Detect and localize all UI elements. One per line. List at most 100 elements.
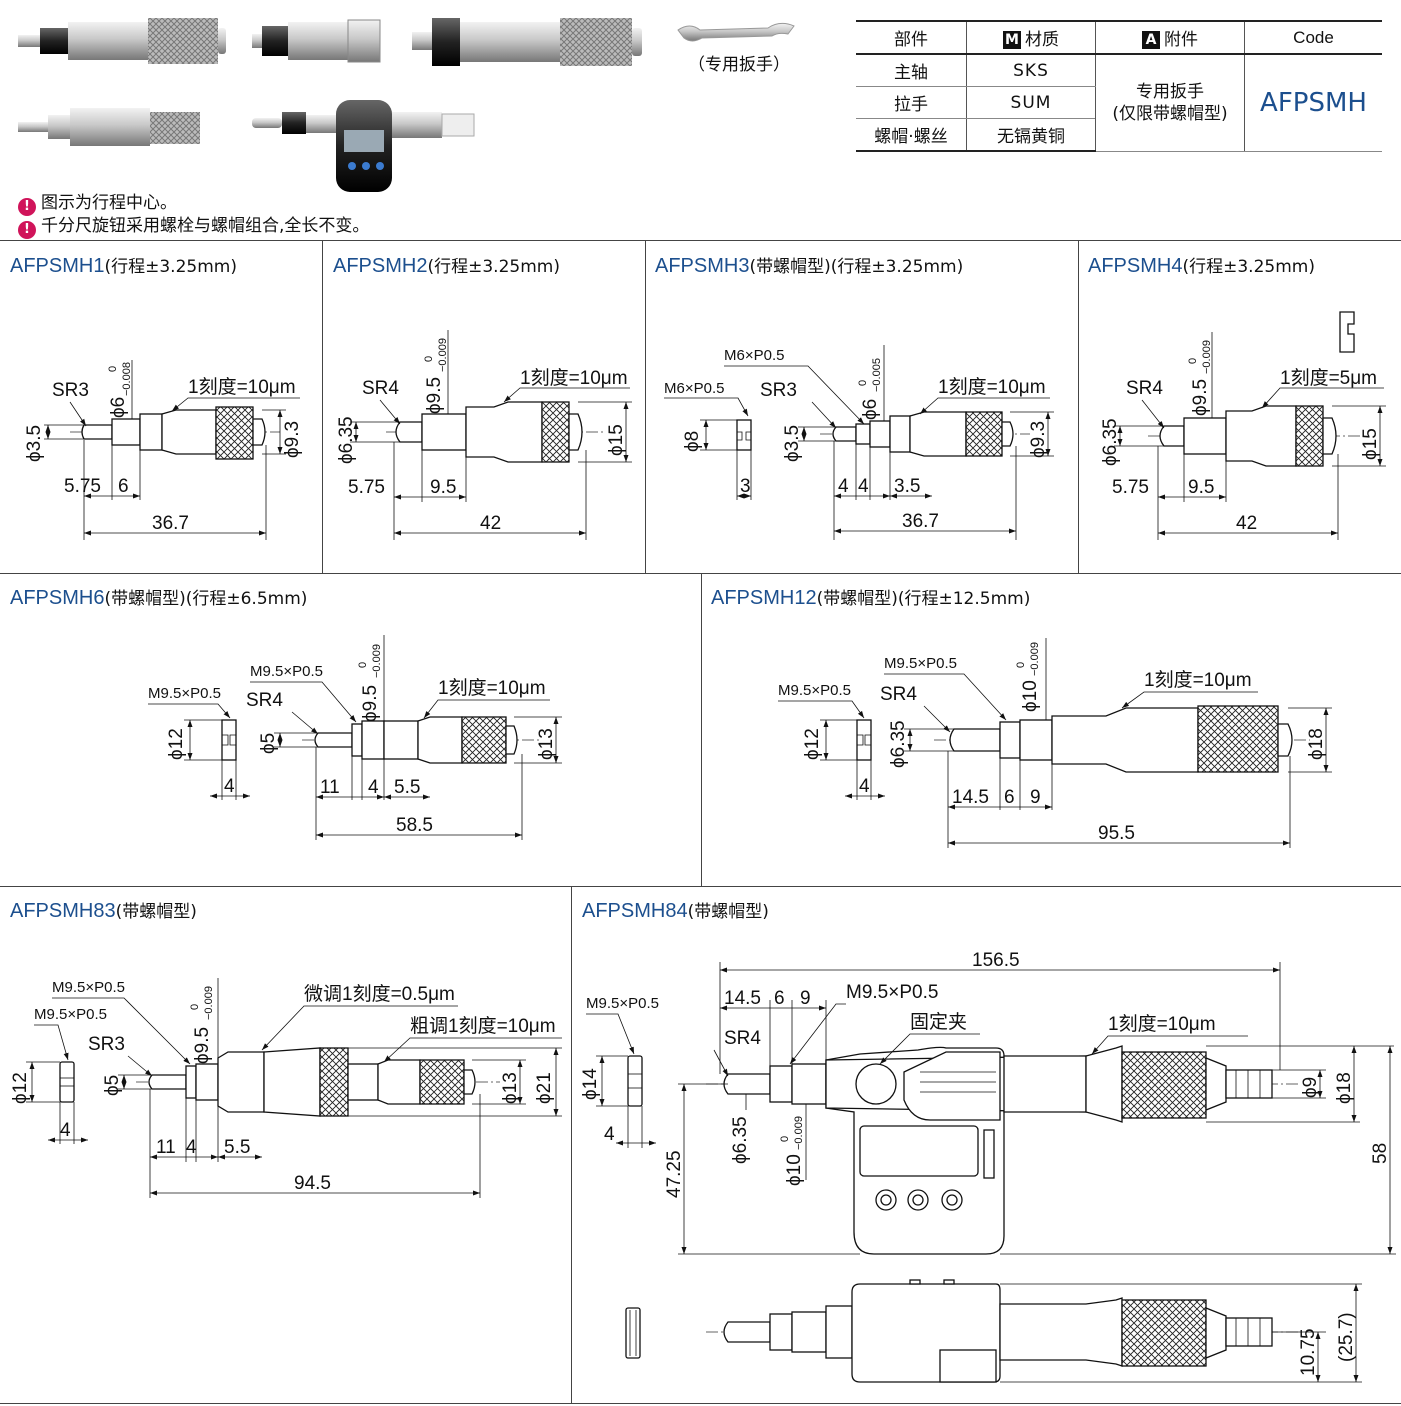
dim-c: 3.5 (894, 476, 920, 497)
code-cell: AFPSMH (1244, 54, 1382, 152)
dim-total: 94.5 (294, 1173, 331, 1194)
dim-h1: 47.25 (664, 1150, 685, 1198)
dim-c: 9 (800, 988, 811, 1009)
dim-m2: M9.5×P0.5 (34, 1006, 107, 1023)
th-code: Code (1244, 20, 1382, 55)
note-1: !图示为行程中心。 (18, 188, 177, 216)
dim-b: 6 (118, 476, 129, 497)
dim-d2: ϕ10 (784, 1154, 805, 1186)
product-photos (18, 18, 795, 192)
dim-nut: ϕ12 (166, 728, 187, 760)
dim-tol: −0.009 (437, 338, 449, 372)
dim-m2: M9.5×P0.5 (148, 685, 221, 702)
dim-total: 156.5 (972, 950, 1020, 971)
photo-micrometer-4 (18, 108, 200, 146)
dim-scale: 1刻度=10μm (938, 376, 1046, 398)
panel-title: AFPSMH1(行程±3.25mm) (10, 255, 237, 277)
dim-m1: M9.5×P0.5 (250, 663, 323, 680)
dim-d3: ϕ15 (606, 424, 627, 456)
drawing-afpsmh12: M9.5×P0.5 ϕ12 4 M9.5×P0.5 SR4 ϕ6.35 ϕ10 … (778, 638, 1332, 848)
panel-divider (571, 886, 572, 1404)
dim-sr: SR4 (1126, 378, 1163, 399)
dim-nut: ϕ12 (802, 728, 823, 760)
dim-tol0: 0 (779, 1136, 791, 1142)
drawing-afpsmh2: SR4 ϕ6.35 ϕ9.5 0 −0.009 1刻度=10μm ϕ15 5.7… (336, 330, 632, 540)
dim-tol0: 0 (107, 366, 119, 372)
dim-m1: M9.5×P0.5 (52, 979, 125, 996)
dim-c: 5.5 (224, 1137, 250, 1158)
dim-d1: ϕ3.5 (782, 425, 803, 462)
panel-frame-row2 (0, 573, 1401, 887)
dim-d2: ϕ9.5 (192, 1027, 213, 1064)
dim-sr: SR4 (724, 1028, 761, 1049)
dim-d1: ϕ5 (102, 1075, 123, 1096)
panel-divider (322, 240, 323, 574)
dim-d4: ϕ21 (534, 1072, 555, 1104)
dim-tol0: 0 (189, 1004, 201, 1010)
row-material: SKS (966, 54, 1096, 87)
dim-d1: ϕ5 (258, 733, 279, 754)
dim-b: 9.5 (430, 477, 456, 498)
info-icon: ! (18, 221, 36, 239)
info-icon: ! (18, 198, 36, 216)
panel-frame-row1 (0, 240, 1401, 574)
dim-d2: ϕ9.5 (424, 377, 445, 414)
dim-nutw: 4 (60, 1120, 71, 1141)
dim-d1: ϕ6.35 (336, 416, 357, 464)
panel-title: AFPSMH2(行程±3.25mm) (333, 255, 560, 277)
dim-tol: −0.009 (1201, 340, 1213, 374)
dim-a: 4 (838, 476, 849, 497)
dim-a: 11 (320, 777, 340, 798)
panel-frame-row3 (0, 886, 1401, 1404)
dim-a: 5.75 (348, 477, 385, 498)
dim-m2: M9.5×P0.5 (778, 682, 851, 699)
dim-tol0: 0 (857, 380, 869, 386)
dim-b: 4 (858, 476, 869, 497)
panel-divider (645, 240, 646, 574)
dim-w1: 10.75 (1298, 1328, 1319, 1376)
dim-tol0: 0 (423, 356, 435, 362)
dim-sr: SR4 (362, 378, 399, 399)
dim-nut: ϕ8 (682, 431, 703, 452)
dim-d2: ϕ6 (860, 399, 881, 420)
dim-clamp: 固定夹 (910, 1011, 967, 1033)
dim-d3: ϕ18 (1306, 728, 1327, 760)
dim-total: 42 (1236, 513, 1257, 534)
photo-micrometer-2 (252, 19, 381, 63)
panel-title: AFPSMH83(带螺帽型) (10, 900, 197, 922)
panel-divider (1078, 240, 1079, 574)
dim-tol0: 0 (1015, 662, 1027, 668)
dim-nutw: 4 (859, 776, 870, 797)
panel-divider (701, 573, 702, 887)
dim-coarse: 粗调1刻度=10μm (410, 1015, 556, 1037)
dim-scale: 1刻度=10μm (520, 367, 628, 389)
th-part: 部件 (856, 20, 967, 55)
drawing-afpsmh3: M6×P0.5 ϕ8 3 M6×P0.5 SR3 ϕ3.5 ϕ6 0 −0.00… (664, 345, 1054, 540)
dim-d1: ϕ6.35 (888, 720, 909, 768)
drawing-afpsmh4: SR4 ϕ6.35 ϕ9.5 0 −0.009 1刻度=5μm ϕ15 5.75… (1100, 311, 1386, 540)
dim-tol: −0.009 (1029, 642, 1041, 676)
dim-w2: (25.7) (1336, 1312, 1357, 1362)
dim-scale: 1刻度=10μm (1144, 669, 1252, 691)
dim-a: 14.5 (724, 988, 761, 1009)
photo-micrometer-3 (412, 18, 642, 66)
dim-nutw: 3 (740, 476, 751, 497)
dim-tol0: 0 (1187, 358, 1199, 364)
dim-d1: ϕ6.35 (1100, 418, 1121, 466)
accessory-cell: 专用扳手 (仅限带螺帽型) (1095, 54, 1245, 152)
dim-nut: ϕ12 (10, 1072, 31, 1104)
photo-digital-micrometer (252, 100, 475, 192)
dim-b: 6 (1004, 787, 1015, 808)
panel-title: AFPSMH12(带螺帽型)(行程±12.5mm) (711, 587, 1031, 609)
dim-scale: 1刻度=10μm (438, 677, 546, 699)
dim-nutw: 4 (604, 1124, 615, 1145)
dim-c: 9 (1030, 787, 1041, 808)
row-part: 主轴 (856, 54, 967, 87)
row-material: 无镉黄铜 (966, 118, 1096, 152)
dim-tol: −0.008 (121, 362, 133, 396)
row-material: SUM (966, 86, 1096, 119)
dim-d3: ϕ13 (500, 1072, 521, 1104)
dim-m2: M6×P0.5 (664, 380, 724, 397)
dim-tol: −0.005 (871, 358, 883, 392)
